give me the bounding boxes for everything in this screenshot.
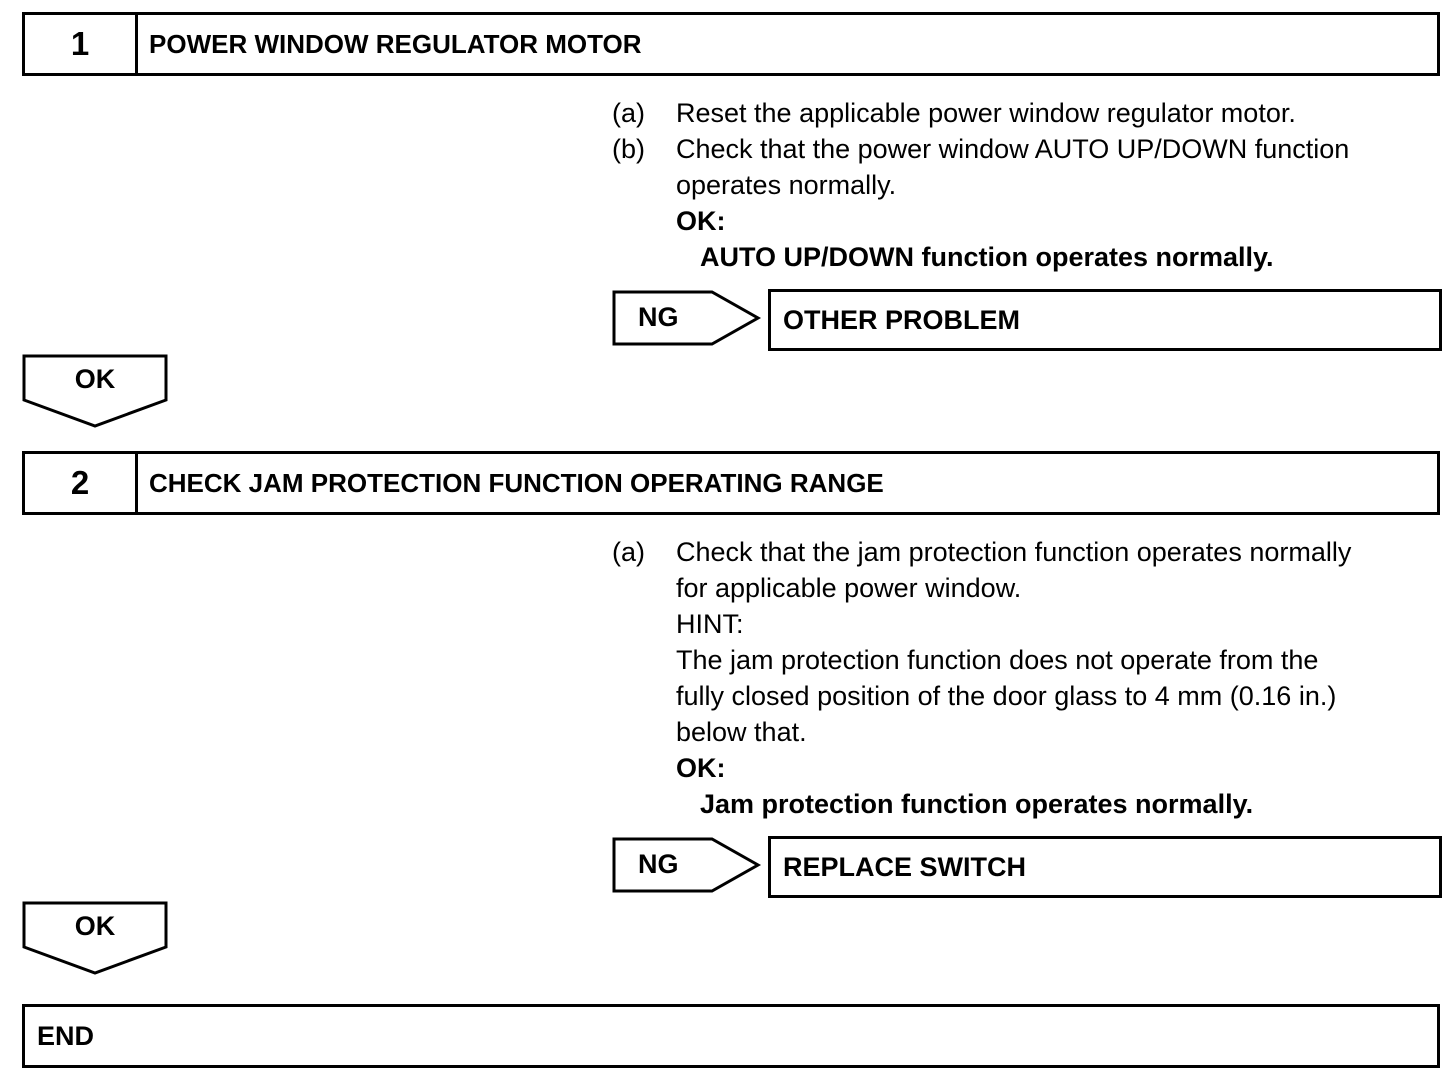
ng-label: NG [638,849,679,879]
ok-text: Jam protection function operates normall… [700,789,1254,819]
instruction-continuation: operates normally. [676,170,897,200]
ng-arrow: NG [612,290,762,346]
instruction-text: Check that the jam protection function o… [676,537,1352,567]
ok-heading: OK: [676,206,726,236]
ok-arrow-shape [22,354,168,428]
instruction-item: (a) Check that the jam protection functi… [612,534,1442,570]
ok-label: OK [74,911,116,941]
ng-result-box: REPLACE SWITCH [768,836,1442,898]
instruction-label: (b) [612,134,645,164]
hint-line: The jam protection function does not ope… [676,645,1319,675]
step-2-instructions: (a) Check that the jam protection functi… [612,534,1442,822]
step-title: POWER WINDOW REGULATOR MOTOR [149,28,642,59]
ok-criteria: OK: [612,203,1442,239]
ok-arrow: OK [22,354,168,428]
hint-heading: HINT: [676,609,744,639]
instruction-item: operates normally. [612,167,1442,203]
ok-criteria: OK: [612,750,1442,786]
ok-heading: OK: [676,753,726,783]
ng-arrow-shape [612,290,762,346]
ok-arrow: OK [22,901,168,975]
hint-line: fully closed position of the door glass … [676,681,1337,711]
step-1-instructions: (a) Reset the applicable power window re… [612,95,1442,275]
instruction-text: Reset the applicable power window regula… [676,98,1296,128]
step-2-header: 2 CHECK JAM PROTECTION FUNCTION OPERATIN… [22,451,1440,515]
step-number: 1 [25,15,138,73]
ok-arrow-shape [22,901,168,975]
ng-label: NG [638,302,679,332]
ng-arrow-shape [612,837,762,893]
ok-label: OK [74,364,116,394]
instruction-item: (b) Check that the power window AUTO UP/… [612,131,1442,167]
instruction-label: (a) [612,537,645,567]
hint-line: below that. [676,717,807,747]
ok-text: AUTO UP/DOWN function operates normally. [700,242,1274,272]
step-title: CHECK JAM PROTECTION FUNCTION OPERATING … [149,467,884,498]
instruction-item: (a) Reset the applicable power window re… [612,95,1442,131]
instruction-text: Check that the power window AUTO UP/DOWN… [676,134,1350,164]
ng-result-box: OTHER PROBLEM [768,289,1442,351]
end-box: END [22,1004,1440,1068]
ng-arrow: NG [612,837,762,893]
instruction-continuation: for applicable power window. [676,573,1022,603]
step-number: 2 [25,454,138,512]
instruction-label: (a) [612,98,645,128]
step-1-header: 1 POWER WINDOW REGULATOR MOTOR [22,12,1440,76]
